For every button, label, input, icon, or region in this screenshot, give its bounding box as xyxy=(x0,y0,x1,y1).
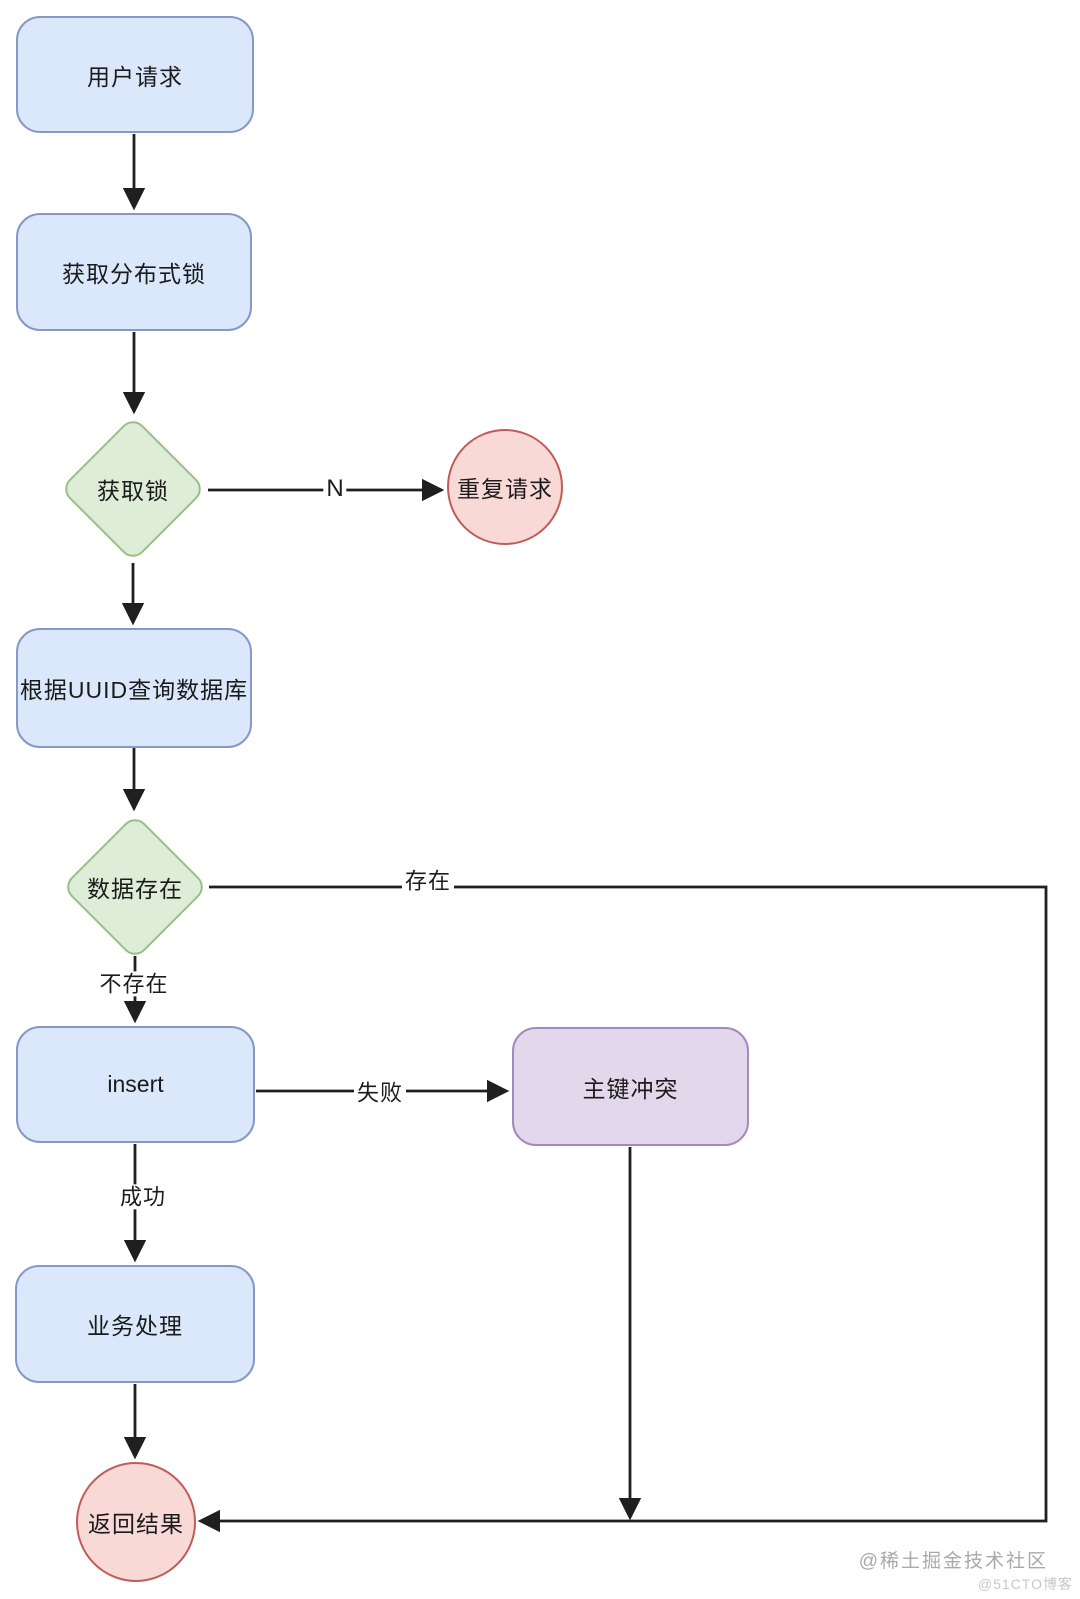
node-return-result: 返回结果 xyxy=(76,1462,196,1582)
edge-label-not-exists: 不存在 xyxy=(96,971,172,997)
node-label: 获取锁 xyxy=(97,478,169,504)
node-label: 返回结果 xyxy=(88,1511,184,1537)
node-label: 根据UUID查询数据库 xyxy=(19,677,249,703)
node-user-request: 用户请求 xyxy=(16,16,254,133)
node-query-db-by-uuid: 根据UUID查询数据库 xyxy=(16,628,252,748)
watermark-51cto-blog: @51CTO博客 xyxy=(977,1576,1073,1592)
node-duplicate-request: 重复请求 xyxy=(447,429,563,545)
node-primary-key-conflict: 主键冲突 xyxy=(512,1027,749,1146)
edge-label-success: 成功 xyxy=(116,1184,170,1210)
node-business-processing: 业务处理 xyxy=(15,1265,255,1383)
node-insert: insert xyxy=(16,1026,255,1143)
node-label: 数据存在 xyxy=(87,876,183,902)
edge-label-fail: 失败 xyxy=(353,1080,407,1106)
node-label: insert xyxy=(107,1071,164,1097)
node-label: 用户请求 xyxy=(87,63,183,90)
node-label: 主键冲突 xyxy=(582,1075,679,1102)
watermark-juejin-community: @稀土掘金技术社区 xyxy=(858,1551,1048,1572)
node-label: 业务处理 xyxy=(87,1313,183,1339)
edge-label-exists: 存在 xyxy=(401,868,455,894)
node-acquire-distributed-lock: 获取分布式锁 xyxy=(16,213,252,331)
node-label: 重复请求 xyxy=(457,476,553,502)
node-label: 获取分布式锁 xyxy=(62,261,206,287)
node-data-exists-decision: 数据存在 xyxy=(61,813,209,961)
edge-data-exists-to-return-result xyxy=(197,885,1048,1533)
edge-label-n: N xyxy=(323,475,347,503)
node-lock-decision: 获取锁 xyxy=(59,415,207,563)
